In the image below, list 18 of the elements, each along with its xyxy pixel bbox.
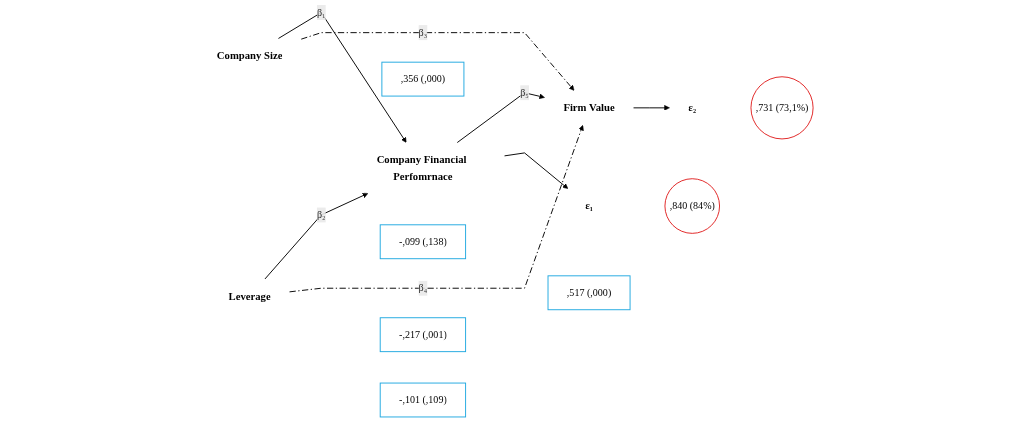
node-text: Company Size xyxy=(217,49,283,62)
edge-label: β₄ xyxy=(419,282,428,294)
edge-label: β₃ xyxy=(419,27,428,38)
node-text: Company Financial Perfomrnace xyxy=(377,153,467,182)
node-box: -,099 (,138) xyxy=(380,224,467,260)
edge-label: β₅ xyxy=(520,87,530,98)
node-circle: ,731 (73,1%) xyxy=(750,76,814,140)
node-text: ε₁ xyxy=(585,199,594,212)
node-box: ,517 (,000) xyxy=(547,275,631,311)
node-box: -,101 (,109) xyxy=(380,382,467,418)
node-text: Leverage xyxy=(229,290,272,303)
edge-label: β₂ xyxy=(317,209,326,220)
node-box: ,356 (,000) xyxy=(381,61,465,97)
edge-label: β₁ xyxy=(317,6,326,18)
node-box: -,217 (,001) xyxy=(380,317,467,353)
node-circle: ,840 (84%) xyxy=(664,178,721,234)
node-text: ε₂ xyxy=(688,101,697,114)
node-text: Firm Value xyxy=(563,101,616,114)
